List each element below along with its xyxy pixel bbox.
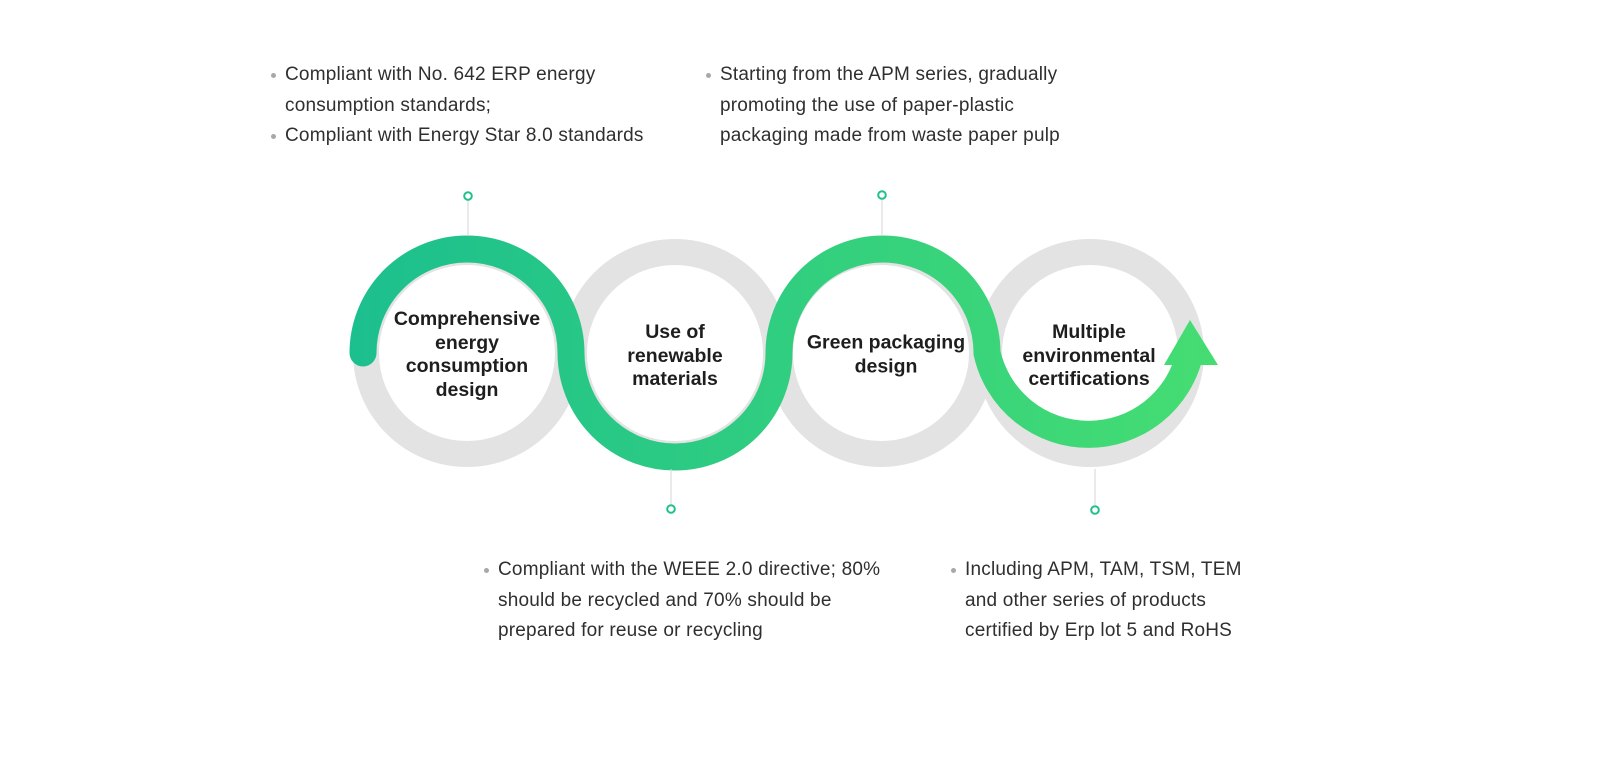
step-2-note-item: Compliant with the WEEE 2.0 directive; 8… — [484, 555, 884, 647]
marker-step-1 — [463, 191, 473, 201]
marker-step-4 — [1090, 505, 1100, 515]
step-4-notes: Including APM, TAM, TSM, TEM and other s… — [951, 555, 1271, 647]
progress-wave-path — [349, 235, 1204, 471]
step-3-notes: Starting from the APM series, gradually … — [706, 60, 1106, 152]
step-4-label: Multiple environmental certifications — [1022, 320, 1156, 390]
step-1-note-item: Compliant with Energy Star 8.0 standards — [271, 121, 691, 152]
step-1-notes: Compliant with No. 642 ERP energy consum… — [271, 60, 691, 152]
step-4-note-item: Including APM, TAM, TSM, TEM and other s… — [951, 555, 1271, 647]
step-2-label: Use of renewable materials — [627, 320, 723, 390]
step-1-note-item: Compliant with No. 642 ERP energy consum… — [271, 60, 691, 121]
step-3-note-item: Starting from the APM series, gradually … — [706, 60, 1106, 152]
step-2-notes: Compliant with the WEEE 2.0 directive; 8… — [484, 555, 884, 647]
marker-step-3 — [877, 190, 887, 200]
step-3-label: Green packaging design — [806, 331, 966, 378]
arrow-head-icon — [1164, 320, 1218, 365]
marker-step-2 — [666, 504, 676, 514]
step-1-label: Comprehensive energy consumption design — [393, 308, 541, 401]
wave-start-cap — [349, 339, 377, 367]
